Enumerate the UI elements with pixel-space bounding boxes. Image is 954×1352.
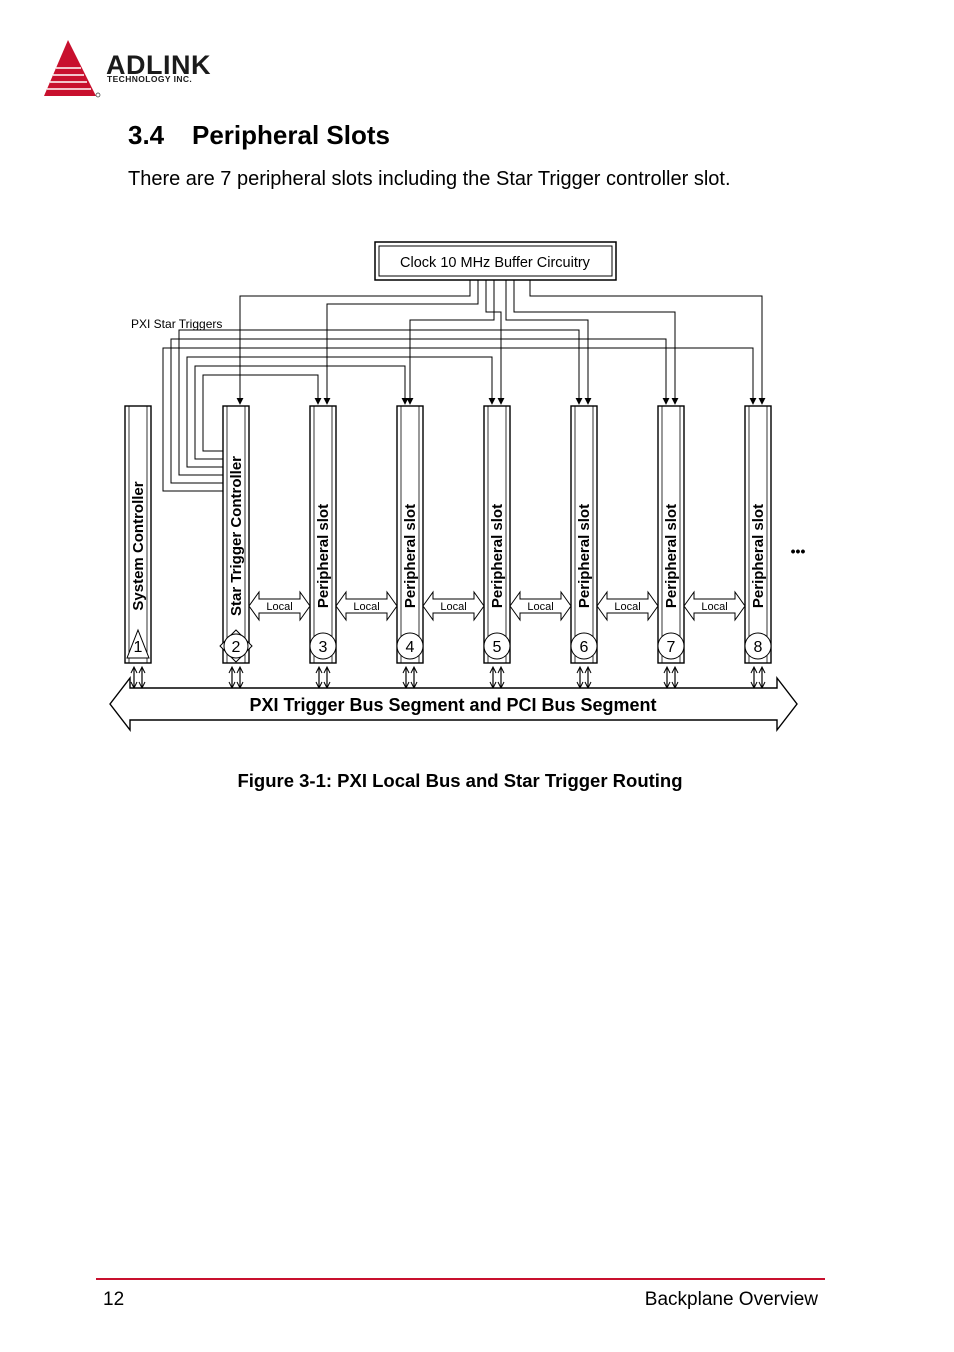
slot-number-circle (657, 632, 685, 660)
section-number: 3.4 (128, 120, 165, 150)
star-trigger-line (170, 338, 670, 484)
routing-diagram-svg: Clock 10 MHz Buffer Circuitry PXI Star T… (109, 241, 805, 733)
slot-label: Peripheral slot (750, 504, 767, 608)
footer-rule (96, 1278, 825, 1280)
clock-line (529, 280, 766, 405)
slot-number: 1 (134, 639, 143, 656)
slot-number-circle (396, 632, 424, 660)
star-trigger-line (162, 347, 757, 492)
local-bus-label: Local (353, 601, 379, 613)
slot-cards: System Controller 1 Star Trigger Controlle… (124, 405, 772, 690)
section-paragraph: There are 7 peripheral slots including t… (128, 168, 731, 190)
slot-label: Star Trigger Controller (228, 456, 245, 616)
local-bus-arrow (596, 590, 659, 622)
slot-label: Peripheral slot (576, 504, 593, 608)
clock-box-inner (378, 245, 613, 277)
star-trigger-line (186, 356, 496, 468)
slot-label: Peripheral slot (489, 504, 506, 608)
section-title: Peripheral Slots (192, 120, 390, 150)
local-bus-label: Local (614, 601, 640, 613)
slot-label: System Controller (130, 481, 147, 610)
clock-line (236, 280, 471, 405)
clock-line (513, 280, 679, 405)
star-trigger-line (202, 374, 322, 452)
company-logo: ADLINK TECHNOLOGY INC. (40, 38, 240, 100)
pxi-bus-arrow (109, 675, 798, 733)
section-heading: 3.4 Peripheral Slots (128, 120, 390, 151)
slot-number: 5 (493, 639, 502, 656)
slot-number: 4 (406, 639, 415, 656)
local-bus-arrow (683, 590, 746, 622)
slot-label: Peripheral slot (663, 504, 680, 608)
footer-section-name: Backplane Overview (644, 1289, 818, 1310)
slot-number: 8 (754, 639, 763, 656)
slot-number: 2 (232, 639, 241, 656)
clock-box-label: Clock 10 MHz Buffer Circuitry (400, 255, 591, 271)
local-bus-label: Local (266, 601, 292, 613)
star-trigger-line (178, 329, 583, 476)
page-number: 12 (103, 1289, 125, 1310)
slot-number-circle (223, 633, 249, 659)
slot-number-triangle (126, 628, 150, 659)
more-slots-ellipsis: ••• (791, 543, 805, 559)
clock-line (406, 280, 495, 405)
clock-line (323, 280, 479, 405)
slot-number-circle (309, 632, 337, 660)
brand-subtitle: TECHNOLOGY INC. (107, 74, 193, 84)
clock-line (505, 280, 592, 405)
star-trigger-line (194, 365, 409, 460)
local-bus-label: Local (440, 601, 466, 613)
slot-number-circle (483, 632, 511, 660)
figure-caption: Figure 3-1: PXI Local Bus and Star Trigg… (237, 770, 683, 791)
local-bus-label: Local (527, 601, 553, 613)
adlink-triangle-icon (44, 40, 101, 98)
slot-label: Peripheral slot (315, 504, 332, 608)
slot-number: 3 (319, 639, 328, 656)
routing-diagram: Clock 10 MHz Buffer Circuitry PXI Star T… (105, 238, 805, 743)
slot-number: 6 (580, 639, 589, 656)
local-bus-arrow (248, 590, 311, 622)
local-bus-arrows: Local Local Local Local Local Local (248, 590, 746, 622)
local-bus-arrow (509, 590, 572, 622)
slot-label: Peripheral slot (402, 504, 419, 608)
slot-number-circle (744, 632, 772, 660)
star-triggers-label: PXI Star Triggers (131, 317, 222, 331)
local-bus-arrow (335, 590, 398, 622)
slot-number-circle (570, 632, 598, 660)
trigger-wires (162, 280, 766, 492)
pxi-bus-label: PXI Trigger Bus Segment and PCI Bus Segm… (249, 695, 656, 715)
brand-name: ADLINK (106, 50, 211, 80)
local-bus-label: Local (701, 601, 727, 613)
slot-number: 7 (667, 639, 676, 656)
local-bus-arrow (422, 590, 485, 622)
